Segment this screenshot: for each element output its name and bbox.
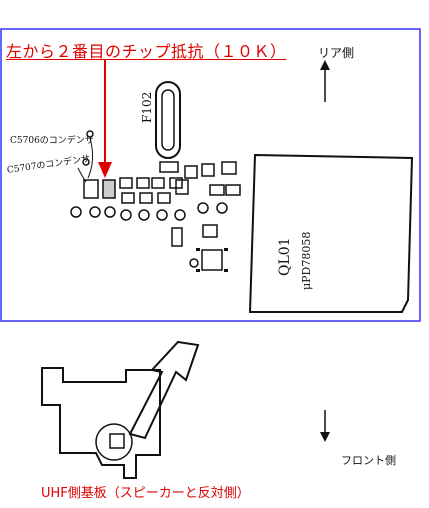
location-square [109,433,125,449]
rear-label: リア側 [318,46,355,60]
location-circle [95,423,133,461]
fuse-outer [155,81,181,159]
ic-chip [248,153,414,313]
fuse-label: F102 [140,91,154,123]
solder-pads [70,130,228,268]
capacitor-leader-1 [87,137,94,179]
fuse-inner [161,89,175,151]
ic-label-line1: QL01 [277,237,293,276]
chip-components [83,161,241,271]
ic-label-line2: μPD78058 [300,231,313,290]
ic-notch [401,299,409,313]
capacitor-label-1: C5706のコンデンサ [10,136,94,146]
rear-arrowhead [320,60,330,70]
pointer-arrowhead [98,162,112,178]
front-arrowhead [320,432,330,442]
board-caption: UHF側基板（スピーカーと反対側） [41,486,250,501]
board-frame [0,28,421,322]
zoom-arrow [128,340,200,440]
board-outline [41,367,161,479]
front-label: フロント側 [341,454,396,467]
chip-pins [196,248,228,272]
capacitor-leader-2 [77,167,87,183]
diagram-title: 左から２番目のチップ抵抗（１０Ｋ） [6,42,287,61]
